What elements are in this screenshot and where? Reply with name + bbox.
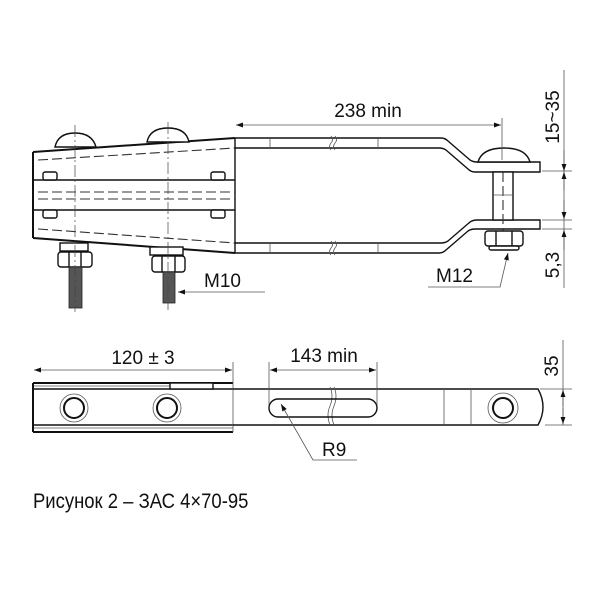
bolt-m12 [477, 147, 531, 251]
dim-label-35: 35 [542, 355, 563, 376]
break-mark [329, 240, 337, 256]
dim-label-5-3: 5,3 [543, 252, 564, 278]
break-mark [329, 135, 337, 151]
label-m10: M10 [204, 271, 241, 292]
bolt-m10-left [57, 242, 93, 309]
label-r9: R9 [322, 440, 346, 461]
strap-plan [233, 388, 544, 426]
dim-label-15-35: 15~35 [543, 90, 564, 143]
slot [268, 398, 378, 418]
label-m12: M12 [436, 266, 473, 287]
upper-strap [235, 137, 541, 173]
clamp-body-side [32, 137, 236, 254]
lower-strap [235, 219, 541, 254]
bolt-head-dome [54, 132, 97, 148]
break-mark [327, 386, 337, 426]
clamp-body-plan [32, 382, 234, 433]
bolt-m10-right [149, 246, 186, 304]
dim-label-238-min: 238 min [334, 101, 402, 122]
bottom-view: 120 ± 3 143 min 35 R9 [32, 340, 572, 461]
top-view: 238 min 15~35 5,3 M10 M12 [32, 70, 572, 312]
figure-caption: Рисунок 2 – ЗАС 4×70-95 [33, 490, 248, 513]
dim-label-120: 120 ± 3 [111, 348, 174, 369]
dim-label-143-min: 143 min [290, 346, 358, 367]
